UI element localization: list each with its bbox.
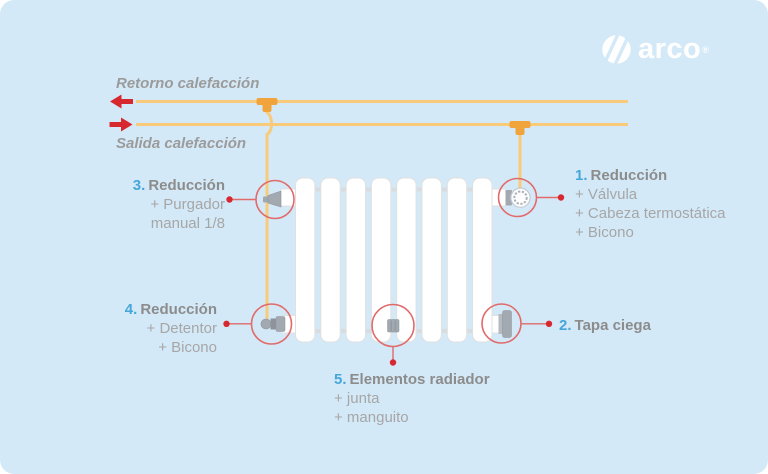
radiator-elements	[295, 177, 493, 343]
arco-circle-stripes-icon	[602, 34, 631, 65]
callout-5-number: 5.	[334, 371, 347, 388]
callout-3-reduccion-purgador: 3.Reducción + Purgador manual 1/8	[133, 176, 225, 233]
blind-cap-fitting	[498, 310, 512, 338]
callout-3-title: Reducción	[148, 177, 225, 194]
callout-circle-1	[497, 177, 538, 218]
callout-5-heading: 5.Elementos radiador	[334, 370, 490, 389]
tee-fitting-retorno	[256, 98, 278, 112]
salida-pipe-label: Salida calefacción	[116, 135, 247, 152]
callout-5-item: + junta	[334, 390, 380, 407]
callout-4-item: + Bicono	[158, 339, 217, 356]
callout-1-item: + Válvula	[575, 186, 638, 203]
callout-3-item: manual 1/8	[150, 215, 225, 232]
callout-1-heading: 1.Reducción	[575, 166, 726, 185]
callout-1-item: + Bicono	[575, 224, 634, 241]
callout-5-item: + manguito	[334, 409, 409, 426]
callout-dots	[223, 194, 565, 366]
callout-2-tapa-ciega: 2.Tapa ciega	[559, 316, 651, 335]
registered-mark: ®	[702, 44, 709, 55]
callout-4-heading: 4.Reducción	[125, 300, 217, 319]
callout-3-number: 3.	[132, 177, 146, 194]
callout-5-elementos-radiador: 5.Elementos radiador + junta + manguito	[334, 370, 490, 427]
retorno-pipe-label: Retorno calefacción	[116, 75, 260, 92]
return-drop-pipe	[265, 105, 273, 319]
lockshield-fitting	[260, 316, 286, 332]
sleeve-fitting	[387, 319, 400, 333]
callout-2-heading: 2.Tapa ciega	[559, 316, 651, 335]
callout-circle-5	[371, 303, 415, 348]
callout-4-title: Reducción	[140, 301, 217, 318]
callout-3-heading: 3.Reducción	[133, 176, 225, 195]
bleed-valve-fitting	[263, 190, 282, 208]
radiator	[280, 177, 507, 343]
arrow-right-icon	[109, 117, 133, 132]
callout-circle-2	[481, 303, 522, 344]
callout-1-number: 1.	[575, 167, 588, 184]
callout-4-reduccion-detentor: 4.Reducción + Detentor + Bicono	[125, 300, 217, 357]
arco-logo: arco®	[601, 34, 709, 65]
tee-fitting-salida	[509, 121, 531, 135]
brand-name: arco	[638, 33, 702, 65]
callout-2-number: 2.	[559, 317, 572, 334]
callout-5-title: Elementos radiador	[349, 371, 490, 388]
callout-2-title: Tapa ciega	[574, 317, 651, 334]
callout-1-reduccion-valvula: 1.Reducción + Válvula + Cabeza termostát…	[575, 166, 726, 242]
callout-1-title: Reducción	[590, 167, 668, 184]
callout-1-item: + Cabeza termostática	[575, 205, 726, 222]
callout-markers	[228, 177, 559, 361]
arrow-left-icon	[110, 94, 133, 109]
thermostatic-valve-fitting	[505, 187, 531, 208]
callout-3-item: + Purgador	[150, 196, 225, 213]
callout-4-number: 4.	[124, 301, 138, 318]
callout-4-item: + Detentor	[146, 320, 217, 337]
